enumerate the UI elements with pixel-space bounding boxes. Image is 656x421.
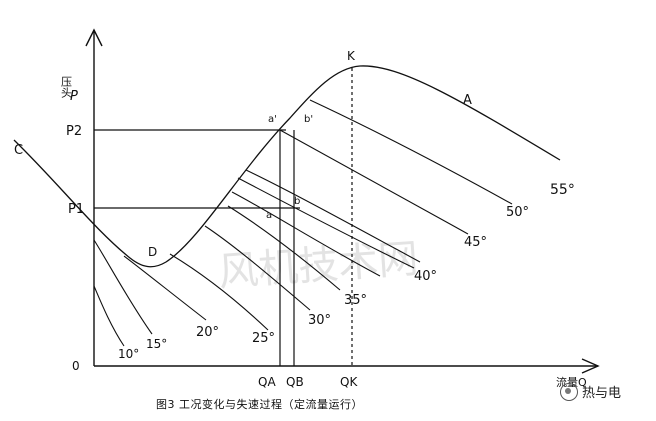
brand-name: 热与电 [582, 386, 622, 401]
y-axis-label-top: 压头 [60, 76, 73, 98]
angle-20: 20° [196, 325, 219, 340]
curve-30 [204, 225, 311, 311]
curve-45 [279, 129, 469, 235]
curve-40b [237, 177, 415, 269]
angle-30: 30° [308, 313, 331, 328]
tick-qk: QK [340, 375, 358, 389]
tick-p1: P1 [68, 202, 84, 217]
curve-20 [123, 255, 207, 321]
tick-qa: QA [258, 375, 276, 389]
point-d: D [148, 245, 157, 259]
main-curves [13, 65, 561, 268]
blade-angle-lines [93, 99, 513, 347]
curve-35 [227, 205, 341, 291]
point-a: a [266, 210, 272, 221]
wechat-brand-icon [560, 382, 578, 401]
curve-40a [231, 191, 381, 277]
y-axis-arrow [85, 28, 103, 47]
angle-50: 50° [506, 205, 529, 220]
angle-25: 25° [252, 331, 275, 346]
curve-50 [309, 99, 513, 205]
tick-qb: QB [286, 375, 304, 389]
axes [85, 28, 600, 374]
angle-55: 55° [550, 182, 575, 198]
point-k: K [347, 49, 356, 63]
curve-15 [93, 239, 153, 335]
stall-curve-c [13, 65, 561, 268]
point-b: b [294, 196, 300, 207]
angle-45: 45° [464, 235, 487, 250]
angle-10: 10° [118, 347, 139, 361]
reference-lines [94, 68, 353, 366]
brand-watermark: 热与电 [560, 382, 621, 401]
x-axis-arrow [581, 358, 600, 374]
angle-35: 35° [344, 293, 367, 308]
origin-label: 0 [72, 359, 80, 373]
curve-10 [93, 285, 125, 347]
angle-40: 40° [414, 269, 437, 284]
point-c: C [14, 143, 23, 158]
point-a-upper: A [463, 93, 472, 108]
curve-25 [169, 253, 269, 331]
point-b-prime: b' [304, 114, 313, 125]
angle-15: 15° [146, 337, 167, 351]
y-axis-label-bottom: P [70, 89, 78, 104]
curve-40c [245, 169, 421, 263]
point-a-prime: a' [268, 114, 277, 125]
tick-p2: P2 [66, 124, 82, 139]
figure-caption: 图3 工况变化与失速过程（定流量运行） [156, 398, 363, 411]
